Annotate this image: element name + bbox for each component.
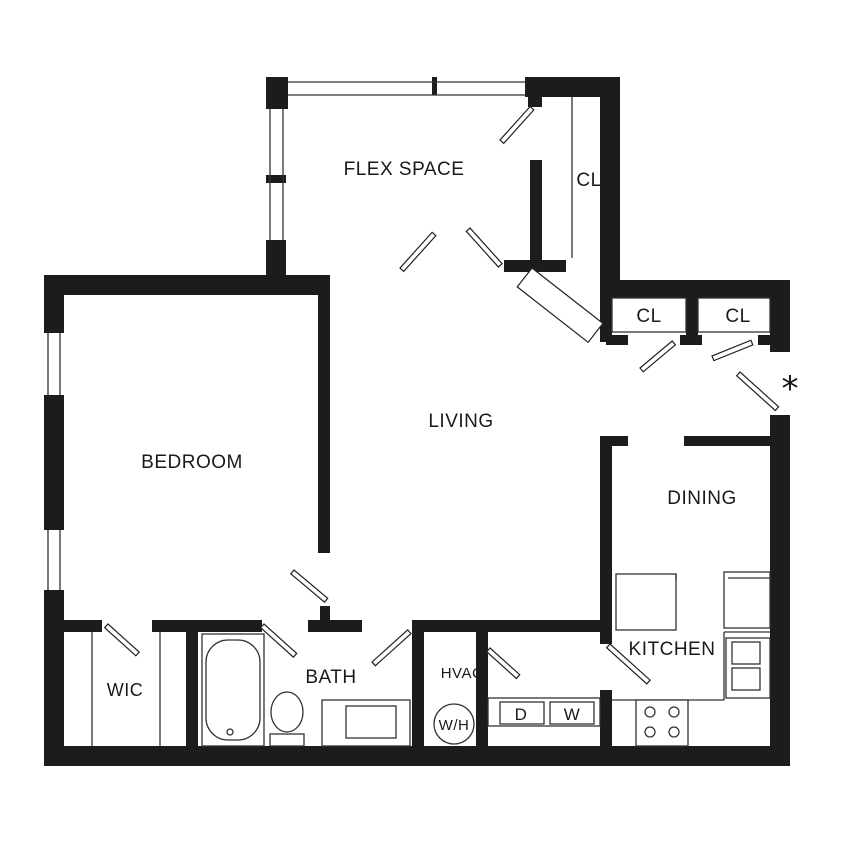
kitchen-counters (612, 571, 771, 701)
windows (47, 81, 525, 590)
hvac-label: HVAC (441, 665, 484, 682)
entry-asterisk-icon: * (782, 369, 799, 409)
living-label: LIVING (428, 411, 493, 432)
flex-space-label: FLEX SPACE (344, 159, 465, 180)
closet-mid-left-label: CL (636, 306, 661, 327)
dryer-label: D (515, 705, 528, 724)
wic-label: WIC (107, 680, 144, 700)
kitchen-sink (725, 637, 771, 699)
bath-label: BATH (305, 667, 356, 688)
bedroom-label: BEDROOM (141, 452, 243, 473)
closet-shelves (91, 97, 771, 746)
walls (44, 77, 790, 766)
toilet (269, 691, 305, 747)
closet-mid-right-label: CL (725, 306, 750, 327)
closet-top-label: CL (576, 170, 601, 191)
water-heater-circle (433, 703, 475, 745)
bathtub (201, 633, 265, 747)
dining-label: DINING (667, 488, 737, 509)
kitchen-label: KITCHEN (629, 639, 716, 660)
laundry (487, 697, 601, 727)
washer-label: W (564, 705, 581, 724)
stove (635, 699, 689, 747)
water-heater-label: W/H (439, 717, 470, 734)
doors (103, 105, 780, 685)
bath-vanity (321, 699, 411, 747)
